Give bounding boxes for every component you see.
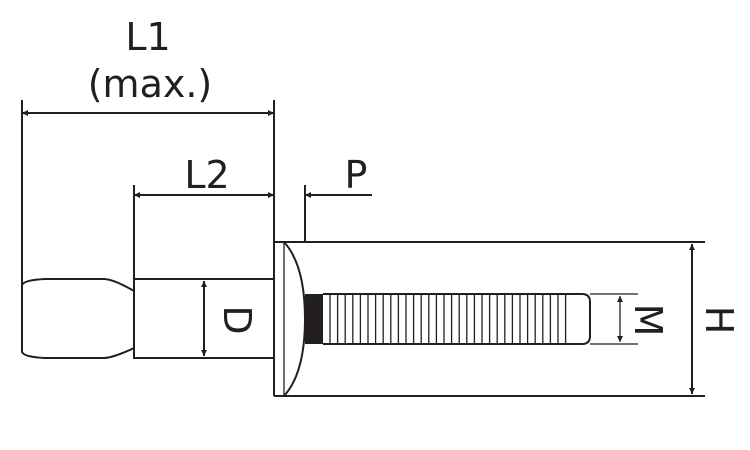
mandrel-tail bbox=[21, 278, 135, 359]
h-label: H bbox=[697, 306, 741, 335]
l1-max-note: (max.) bbox=[88, 62, 213, 106]
l1-label: L1 bbox=[125, 15, 170, 59]
l2-label: L2 bbox=[184, 153, 229, 197]
head-dome bbox=[283, 241, 307, 397]
threaded-body bbox=[305, 293, 591, 345]
d-label: D bbox=[215, 305, 259, 334]
extension-lines bbox=[21, 100, 705, 397]
p-label: P bbox=[345, 153, 368, 197]
m-label: M bbox=[626, 304, 670, 337]
